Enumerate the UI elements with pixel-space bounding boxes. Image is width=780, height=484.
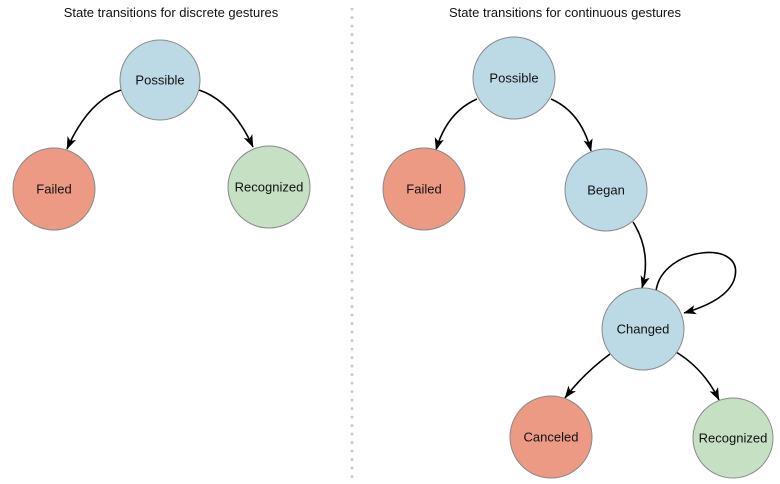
began-circle xyxy=(564,148,648,232)
arrow-possible-to-recognized xyxy=(198,89,254,148)
arrow-possible-to-began xyxy=(550,98,593,152)
canceled-circle xyxy=(509,395,593,479)
possible-circle xyxy=(119,39,201,121)
arrow-possible-to-failed xyxy=(66,89,122,150)
panel-continuous-title: State transitions for continuous gesture… xyxy=(449,5,681,20)
arrow-began-to-changed xyxy=(632,221,650,289)
arrow-changed-to-canceled xyxy=(564,353,611,399)
recognized-circle xyxy=(227,145,311,229)
state-node-failed-continuous: Failed xyxy=(382,147,466,231)
panel-discrete: State transitions for discrete gestures … xyxy=(12,5,311,231)
state-node-possible-continuous: Possible xyxy=(472,36,556,120)
canceled-label: Canceled xyxy=(524,430,579,445)
state-node-recognized-continuous: Recognized xyxy=(692,397,774,479)
failed-label: Failed xyxy=(36,182,71,197)
panel-continuous: State transitions for continuous gesture… xyxy=(382,5,774,479)
changed-label: Changed xyxy=(617,322,670,337)
failed-continuous-label: Failed xyxy=(406,182,441,197)
recognized-label: Recognized xyxy=(235,180,304,195)
possible-continuous-circle xyxy=(472,36,556,120)
state-node-possible: Possible xyxy=(119,39,201,121)
state-node-recognized: Recognized xyxy=(227,145,311,229)
recognized-continuous-circle xyxy=(692,397,774,479)
failed-circle xyxy=(12,147,96,231)
arrow-possible-to-failed-continuous xyxy=(434,98,478,151)
possible-label: Possible xyxy=(135,73,184,88)
recognized-continuous-label: Recognized xyxy=(699,431,768,446)
arrow-changed-to-recognized xyxy=(675,351,720,401)
state-node-canceled: Canceled xyxy=(509,395,593,479)
began-label: Began xyxy=(587,183,625,198)
possible-continuous-label: Possible xyxy=(489,71,538,86)
failed-continuous-circle xyxy=(382,147,466,231)
panel-discrete-title: State transitions for discrete gestures xyxy=(64,5,279,20)
arrow-changed-self-loop xyxy=(655,251,737,315)
state-node-began: Began xyxy=(564,148,648,232)
state-node-failed: Failed xyxy=(12,147,96,231)
changed-circle xyxy=(601,287,685,371)
state-node-changed: Changed xyxy=(601,287,685,371)
